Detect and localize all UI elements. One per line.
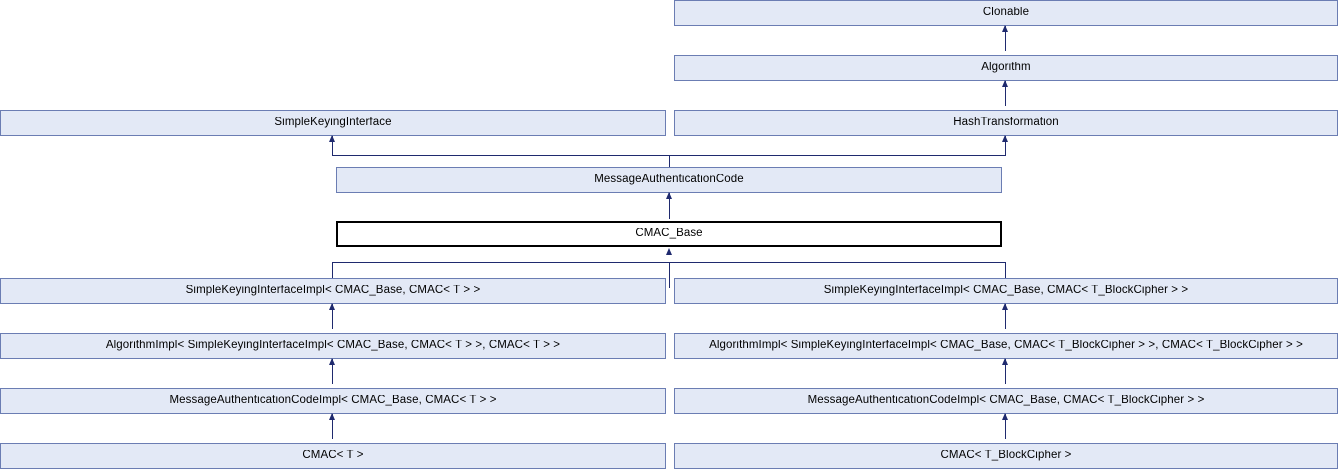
node-algorithmimpl-t[interactable]: AlgorithmImpl< SimpleKeyingInterfaceImpl… [0,333,666,359]
node-messageauthenticationcodeimpl-t[interactable]: MessageAuthenticationCodeImpl< CMAC_Base… [0,388,666,414]
edge-mac-merge-drop [669,155,670,167]
node-clonable[interactable]: Clonable [674,0,1338,26]
edge-macimpl-bc-algorithmimpl-bc [1005,359,1006,384]
edge-macimpl-t-algorithmimpl-t [332,359,333,384]
node-label: SimpleKeyingInterface [274,117,392,129]
edge-algorithm-clonable [1005,26,1006,51]
node-label: AlgorithmImpl< SimpleKeyingInterfaceImpl… [709,340,1303,352]
node-label: CMAC_Base [635,228,703,240]
node-label: SimpleKeyingInterfaceImpl< CMAC_Base, CM… [185,285,481,297]
edge-mac-hashtransformation-stub [1005,136,1006,155]
edge-cmacbase-split-riser [669,262,670,288]
edge-arrow-macimpl-bc-algorithmimpl-bc [1002,358,1008,365]
edge-arrow-cmac-t-macimpl-t [329,413,335,420]
node-simplekeyinginterface[interactable]: SimpleKeyingInterface [0,110,666,136]
edge-arrow-mac-simplekeyinginterface [329,135,335,142]
node-label: CMAC< T_BlockCipher > [940,450,1072,462]
edge-algorithmimpl-bc-ski-bc [1005,304,1006,329]
edge-cmac-t-macimpl-t [332,414,333,439]
node-label: MessageAuthenticationCode [594,174,744,186]
edge-arrow-algorithm-clonable [1002,25,1008,32]
edge-arrow-algorithmimpl-t-ski-t [329,303,335,310]
edge-cmacbase-split-left-drop [332,262,333,278]
node-simplekeyinginterfaceimpl-t[interactable]: SimpleKeyingInterfaceImpl< CMAC_Base, CM… [0,278,666,304]
edge-arrow-hashtransformation-algorithm [1002,80,1008,87]
node-label: AlgorithmImpl< SimpleKeyingInterfaceImpl… [105,340,561,352]
edge-cmacbase-split-bar [332,262,1006,263]
node-cmac-base[interactable]: CMAC_Base [336,221,1002,247]
node-label: MessageAuthenticationCodeImpl< CMAC_Base… [807,395,1205,407]
edge-cmacbase-split-right-drop [1005,262,1006,278]
node-algorithmimpl-blockcipher[interactable]: AlgorithmImpl< SimpleKeyingInterfaceImpl… [674,333,1338,359]
edge-cmac-bc-macimpl-bc [1005,414,1006,439]
node-simplekeyinginterfaceimpl-blockcipher[interactable]: SimpleKeyingInterfaceImpl< CMAC_Base, CM… [674,278,1338,304]
edge-arrow-algorithmimpl-bc-ski-bc [1002,303,1008,310]
edge-arrow-macimpl-t-algorithmimpl-t [329,358,335,365]
node-label: MessageAuthenticationCodeImpl< CMAC_Base… [169,395,497,407]
edge-arrow-cmacbase-mac [666,192,672,199]
node-cmac-blockcipher[interactable]: CMAC< T_BlockCipher > [674,443,1338,469]
node-algorithm[interactable]: Algorithm [674,55,1338,81]
node-label: HashTransformation [953,117,1059,129]
node-messageauthenticationcodeimpl-blockcipher[interactable]: MessageAuthenticationCodeImpl< CMAC_Base… [674,388,1338,414]
node-label: Clonable [982,7,1030,19]
edge-arrow-cmac-bc-macimpl-bc [1002,413,1008,420]
edge-arrow-mac-hashtransformation [1002,135,1008,142]
edge-cmacbase-mac [669,193,670,219]
node-label: Algorithm [981,62,1031,74]
node-cmac-t[interactable]: CMAC< T > [0,443,666,469]
edge-arrow-ski-cmacbase [666,248,672,255]
edge-mac-simplekeyinginterface-stub [332,136,333,155]
node-label: SimpleKeyingInterfaceImpl< CMAC_Base, CM… [823,285,1189,297]
edge-algorithmimpl-t-ski-t [332,304,333,329]
node-hashtransformation[interactable]: HashTransformation [674,110,1338,136]
node-label: CMAC< T > [302,450,364,462]
node-messageauthenticationcode[interactable]: MessageAuthenticationCode [336,167,1002,193]
edge-hashtransformation-algorithm [1005,81,1006,106]
